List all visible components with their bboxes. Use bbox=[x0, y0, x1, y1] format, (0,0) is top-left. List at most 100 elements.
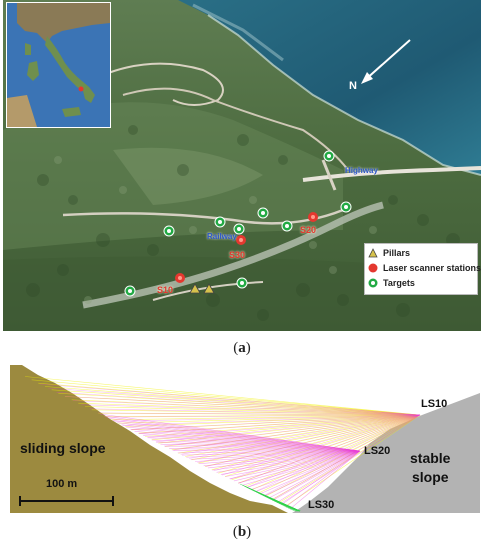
satellite-photo-panel: Highway Railway S20 S30 S10 N Pillars La… bbox=[3, 0, 481, 331]
laser-ray bbox=[281, 450, 361, 505]
laser-ray bbox=[284, 414, 421, 507]
legend-item-targets: Targets bbox=[368, 276, 415, 290]
laser-ray bbox=[279, 414, 421, 505]
laser-ray bbox=[169, 448, 361, 452]
station-icon bbox=[236, 235, 246, 245]
laser-ray bbox=[124, 414, 421, 427]
cross-section-diagram bbox=[10, 365, 480, 513]
north-arrow-icon bbox=[361, 39, 411, 84]
laser-ray bbox=[114, 414, 421, 422]
laser-ray bbox=[259, 450, 361, 495]
laser-ray bbox=[24, 376, 421, 416]
map-legend: Pillars Laser scanner stations Targets bbox=[364, 243, 481, 295]
laser-ray bbox=[205, 414, 421, 468]
laser-ray bbox=[144, 414, 421, 437]
target-icon bbox=[323, 150, 335, 162]
laser-ray bbox=[147, 414, 421, 439]
laser-ray bbox=[238, 450, 361, 484]
laser-ray bbox=[106, 414, 421, 418]
laser-ray bbox=[64, 396, 421, 416]
laser-ray bbox=[39, 383, 421, 416]
laser-ray bbox=[81, 404, 421, 416]
laser-ray bbox=[164, 414, 421, 447]
pillar-markers bbox=[189, 283, 215, 294]
laser-ray bbox=[48, 387, 421, 416]
laser-ray bbox=[180, 414, 421, 455]
laser-ray bbox=[224, 414, 421, 477]
laser-ray bbox=[112, 420, 361, 452]
target-icon bbox=[163, 225, 175, 237]
ls10-label: LS10 bbox=[421, 398, 448, 410]
laser-ray bbox=[246, 450, 361, 488]
laser-ray bbox=[289, 450, 361, 510]
laser-ray bbox=[98, 412, 421, 416]
laser-ray bbox=[238, 414, 421, 484]
ls30-label: LS30 bbox=[308, 499, 335, 511]
laser-ray bbox=[139, 414, 421, 434]
laser-ray bbox=[91, 409, 421, 416]
caption-b: (b) bbox=[232, 524, 252, 540]
station-label-s20: S20 bbox=[300, 225, 317, 235]
target-icon bbox=[236, 277, 248, 289]
laser-ray bbox=[71, 399, 421, 416]
station-label-s10: S10 bbox=[157, 285, 174, 295]
ls20-label: LS20 bbox=[364, 445, 391, 457]
stable-slope-shape bbox=[292, 393, 480, 513]
laser-ray bbox=[188, 414, 421, 459]
laser-ray bbox=[184, 414, 421, 457]
laser-ray bbox=[138, 433, 361, 452]
pillar-icon bbox=[189, 283, 201, 294]
laser-ray bbox=[156, 441, 361, 452]
laser-ray bbox=[84, 406, 421, 416]
laser-ray bbox=[171, 414, 421, 451]
laser-ray bbox=[271, 414, 421, 501]
target-icon bbox=[281, 220, 293, 232]
laser-ray bbox=[263, 450, 361, 497]
laser-ray bbox=[172, 414, 421, 451]
laser-ray bbox=[212, 450, 361, 471]
laser-ray bbox=[264, 414, 421, 497]
laser-ray bbox=[255, 450, 361, 493]
laser-ray bbox=[186, 450, 361, 458]
laser-ray bbox=[151, 439, 361, 452]
station-icon bbox=[308, 212, 318, 222]
laser-ray bbox=[278, 414, 421, 504]
laser-ray bbox=[231, 414, 421, 481]
laser-ray bbox=[97, 412, 421, 416]
laser-ray bbox=[38, 382, 421, 416]
laser-ray bbox=[44, 386, 421, 416]
laser-ray bbox=[99, 413, 361, 452]
laser-ray bbox=[211, 414, 421, 471]
north-label: N bbox=[349, 80, 357, 92]
sliding-slope-shape bbox=[10, 365, 288, 513]
station-markers bbox=[175, 212, 318, 283]
italy-map-icon bbox=[7, 3, 110, 127]
target-icon bbox=[257, 207, 269, 219]
laser-ray bbox=[118, 414, 421, 424]
laser-ray bbox=[89, 408, 421, 416]
railway-label: Railway bbox=[207, 232, 237, 241]
legend-label: Targets bbox=[383, 278, 415, 288]
laser-ray bbox=[131, 414, 421, 431]
laser-ray bbox=[251, 414, 421, 491]
laser-ray bbox=[230, 414, 421, 480]
station-label-s30: S30 bbox=[229, 250, 246, 260]
legend-label: Laser scanner stations bbox=[383, 263, 481, 273]
cross-section-panel: sliding slope stable slope 100 m LS10 LS… bbox=[10, 365, 480, 515]
laser-ray bbox=[104, 414, 421, 417]
laser-ray bbox=[178, 414, 421, 454]
legend-item-stations: Laser scanner stations bbox=[368, 261, 481, 275]
laser-ray bbox=[220, 450, 361, 475]
laser-ray bbox=[225, 450, 361, 477]
caption-b-letter: b bbox=[237, 524, 247, 540]
laser-ray bbox=[131, 414, 421, 430]
laser-ray bbox=[147, 437, 361, 452]
satellite-photo bbox=[3, 0, 481, 331]
stable-slope-label-1: stable bbox=[410, 450, 451, 466]
laser-ray bbox=[151, 414, 421, 441]
laser-ray bbox=[197, 414, 421, 463]
pillar-icon bbox=[368, 248, 378, 258]
laser-ray bbox=[204, 414, 421, 467]
laser-ray bbox=[108, 418, 361, 452]
laser-ray bbox=[191, 414, 421, 461]
